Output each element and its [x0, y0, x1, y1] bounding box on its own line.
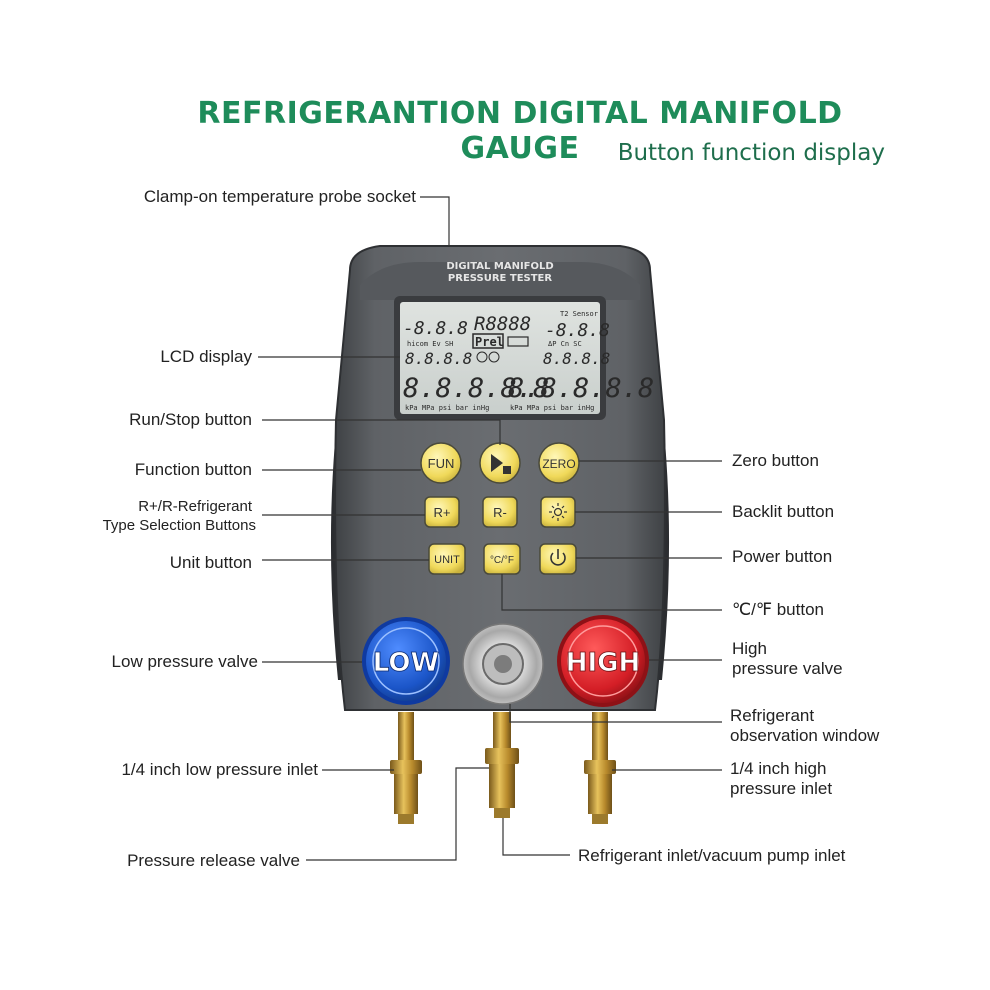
lcd-modes-right: ΔP Cn SC — [548, 340, 582, 348]
lcd-mid-right: 8.8.8.8 — [543, 349, 610, 368]
battery-icon — [507, 336, 529, 347]
label-low-inlet: 1/4 inch low pressure inlet — [121, 760, 318, 779]
label-clamp-socket: Clamp-on temperature probe socket — [143, 187, 416, 206]
label-zero-button: Zero button — [732, 451, 819, 470]
unit-button-label: UNIT — [434, 554, 460, 566]
label-run-stop: Run/Stop button — [129, 410, 252, 429]
lcd-r-value: R8888 — [474, 313, 531, 335]
r-plus-label: R+ — [434, 505, 451, 520]
temp-unit-button[interactable]: °C/°F — [483, 543, 521, 575]
label-refrigerant-line1: R+/R-Refrigerant — [138, 498, 252, 515]
label-refrigerant-inlet: Refrigerant inlet/vacuum pump inlet — [578, 846, 846, 865]
power-icon — [550, 549, 566, 566]
lcd-modes-left: hicom Ev SH — [407, 340, 453, 348]
pause-icon — [488, 351, 500, 363]
low-pressure-inlet[interactable] — [390, 712, 422, 824]
label-backlit-button: Backlit button — [732, 502, 835, 521]
refrigerant-inlet[interactable] — [485, 712, 519, 818]
r-minus-button[interactable]: R- — [482, 496, 518, 528]
label-low-pressure-valve: Low pressure valve — [111, 652, 258, 671]
label-power-button: Power button — [732, 547, 833, 566]
zero-button[interactable]: ZERO — [538, 442, 580, 484]
lcd-units-left: kPa MPa psi bar inHg — [405, 404, 489, 412]
device-header-line1: DIGITAL MANIFOLD — [446, 261, 553, 272]
high-pressure-knob[interactable]: HIGH — [557, 615, 649, 707]
r-plus-button[interactable]: R+ — [424, 496, 460, 528]
lcd-screen — [400, 302, 600, 414]
label-high-inlet-line1: 1/4 inch high — [730, 759, 827, 778]
r-minus-label: R- — [493, 505, 507, 520]
high-knob-label: HIGH — [566, 648, 641, 678]
label-high-valve-line2: pressure valve — [732, 659, 843, 678]
lcd-mid-left: 8.8.8.8 — [405, 349, 472, 368]
lcd-prel: Prel — [475, 335, 504, 349]
label-unit-button: Unit button — [169, 553, 252, 572]
lcd-prel-box — [472, 333, 504, 349]
run-stop-button[interactable] — [479, 442, 521, 484]
fun-button-label: FUN — [428, 456, 455, 471]
label-refrigerant-line2: Type Selection Buttons — [102, 517, 256, 534]
play-icon — [476, 351, 488, 363]
label-lcd-display: LCD display — [160, 347, 252, 366]
label-high-valve-line1: High — [732, 639, 767, 658]
label-cf-button: ℃/℉ button — [732, 600, 824, 619]
low-pressure-knob[interactable]: LOW — [362, 617, 450, 705]
page-subtitle: Button function display — [617, 140, 885, 166]
backlit-button[interactable] — [540, 496, 576, 528]
leader-lines — [258, 196, 722, 861]
device-header-line2: PRESSURE TESTER — [448, 273, 552, 284]
label-observation-line1: Refrigerant — [730, 706, 815, 725]
run-stop-icon — [491, 454, 511, 474]
temp-unit-label: °C/°F — [490, 555, 514, 566]
backlight-icon — [549, 503, 567, 521]
zero-button-label: ZERO — [542, 457, 575, 471]
lcd-t1: -8.8.8 — [403, 318, 468, 339]
observation-window — [462, 623, 544, 705]
unit-button[interactable]: UNIT — [428, 543, 466, 575]
label-observation-line2: observation window — [730, 726, 880, 745]
lcd-units-right: kPa MPa psi bar inHg — [510, 404, 594, 412]
lcd-big-right: 8.8.8.8.8 — [508, 373, 654, 404]
lcd-t2: -8.8.8 — [545, 320, 610, 341]
lcd-big-left: 8.8.8.8.8 — [403, 373, 549, 404]
label-high-inlet-line2: pressure inlet — [730, 779, 833, 798]
fun-button[interactable]: FUN — [420, 442, 462, 484]
lcd-t2-label: T2 Sensor — [560, 310, 598, 318]
label-function-button: Function button — [134, 460, 252, 479]
low-knob-label: LOW — [373, 648, 439, 678]
label-pressure-release: Pressure release valve — [127, 851, 300, 870]
page-title: REFRIGERANTION DIGITAL MANIFOLD GAUGE — [197, 96, 843, 166]
high-pressure-inlet[interactable] — [584, 712, 616, 824]
power-button[interactable] — [539, 543, 577, 575]
